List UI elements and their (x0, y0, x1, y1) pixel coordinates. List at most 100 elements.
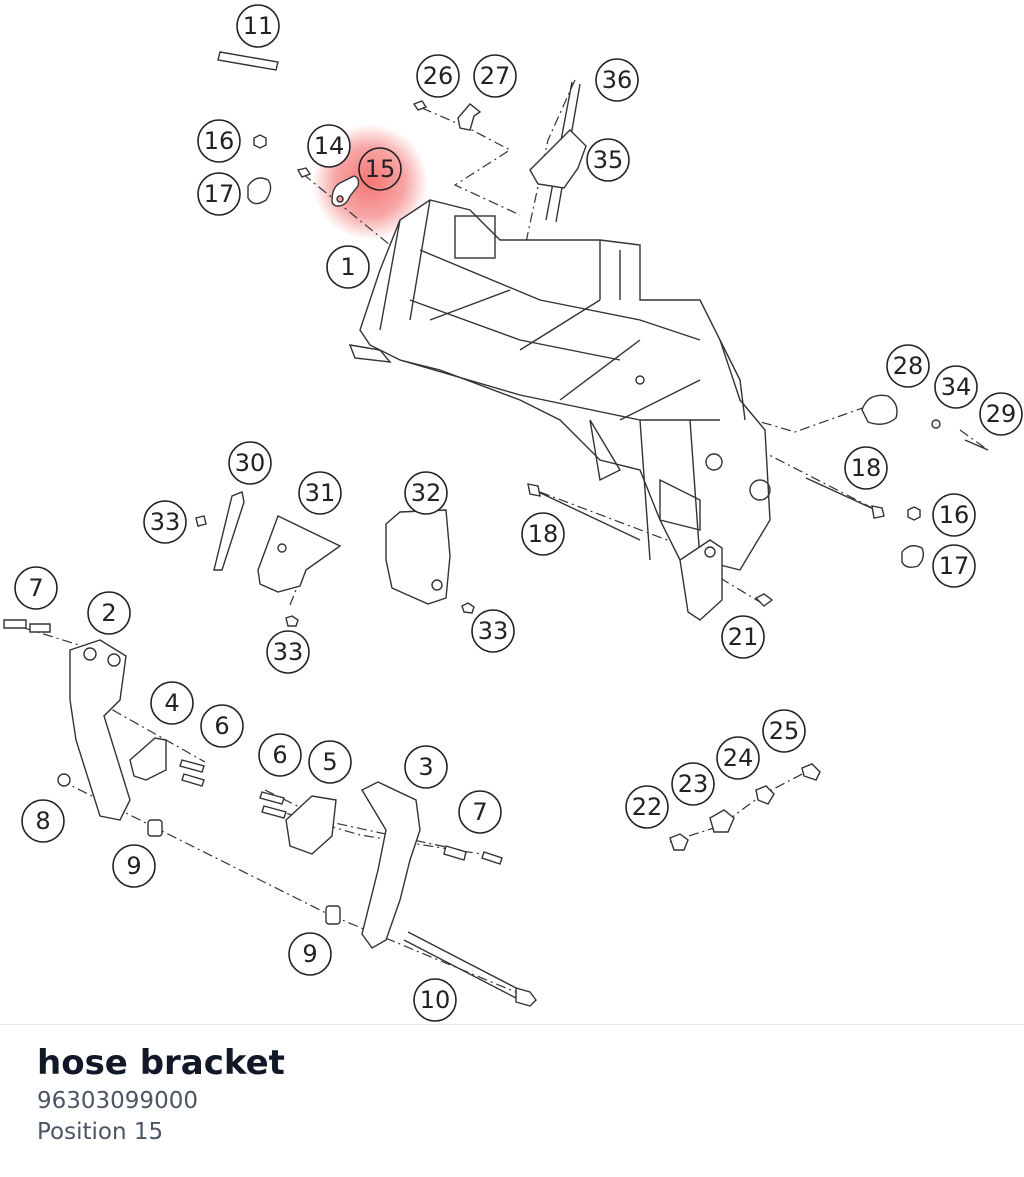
callout-16[interactable]: 16 (197, 119, 241, 163)
callout-circle (112, 844, 156, 888)
callout-circle (595, 58, 639, 102)
callout-label: 1 (340, 253, 355, 281)
callout-circle (197, 172, 241, 216)
callout-circle (14, 566, 58, 610)
callout-label: 29 (986, 400, 1017, 428)
callout-circle (932, 493, 976, 537)
callout-17[interactable]: 17 (932, 544, 976, 588)
callout-circle (413, 978, 457, 1022)
callout-label: 33 (150, 508, 181, 536)
callout-label: 24 (723, 744, 754, 772)
callout-16[interactable]: 16 (932, 493, 976, 537)
callout-23[interactable]: 23 (671, 762, 715, 806)
callout-3[interactable]: 3 (404, 745, 448, 789)
callout-9[interactable]: 9 (288, 932, 332, 976)
callout-24[interactable]: 24 (716, 736, 760, 780)
callout-label: 31 (305, 479, 336, 507)
callout-circle (762, 709, 806, 753)
callout-circle (721, 615, 765, 659)
callout-label: 9 (126, 852, 141, 880)
small-hardware (195, 51, 989, 851)
callout-11[interactable]: 11 (236, 4, 280, 48)
callout-label: 25 (769, 717, 800, 745)
callout-circle (143, 500, 187, 544)
callout-label: 6 (272, 741, 287, 769)
callout-label: 3 (418, 753, 433, 781)
callout-label: 22 (632, 793, 663, 821)
callout-circle (326, 245, 370, 289)
exploded-parts-diagram: 1126273616141535171283429301831323316181… (3, 4, 1023, 1022)
part-info-panel: hose bracket 96303099000 Position 15 (37, 1040, 285, 1148)
part-position: Position 15 (37, 1119, 164, 1145)
callout-label: 7 (472, 798, 487, 826)
callout-1[interactable]: 1 (326, 245, 370, 289)
callout-5[interactable]: 5 (308, 740, 352, 784)
callout-35[interactable]: 35 (586, 138, 630, 182)
callout-18[interactable]: 18 (844, 446, 888, 490)
callout-2[interactable]: 2 (87, 591, 131, 635)
callout-36[interactable]: 36 (595, 58, 639, 102)
callout-28[interactable]: 28 (886, 344, 930, 388)
callout-circle (671, 762, 715, 806)
callout-7[interactable]: 7 (14, 566, 58, 610)
callout-circle (458, 790, 502, 834)
callout-circle (979, 392, 1023, 436)
callout-circle (932, 544, 976, 588)
callout-circle (307, 124, 351, 168)
callout-33[interactable]: 33 (266, 630, 310, 674)
callout-31[interactable]: 31 (298, 471, 342, 515)
callout-8[interactable]: 8 (21, 799, 65, 843)
callout-7[interactable]: 7 (458, 790, 502, 834)
callout-33[interactable]: 33 (143, 500, 187, 544)
callout-18[interactable]: 18 (521, 512, 565, 556)
callout-label: 21 (728, 623, 759, 651)
callout-label: 6 (214, 712, 229, 740)
callout-label: 18 (528, 520, 559, 548)
callout-label: 34 (941, 373, 972, 401)
callout-circle (404, 471, 448, 515)
callout-circle (586, 138, 630, 182)
callout-circle (358, 147, 402, 191)
callout-circle (258, 733, 302, 777)
callout-15[interactable]: 15 (358, 147, 402, 191)
callout-label: 17 (939, 552, 970, 580)
part-name: hose bracket (37, 1043, 285, 1083)
engine-mounts (3, 619, 537, 1007)
callout-32[interactable]: 32 (404, 471, 448, 515)
callout-circle (625, 785, 669, 829)
callout-22[interactable]: 22 (625, 785, 669, 829)
callout-circle (416, 54, 460, 98)
callout-label: 11 (243, 12, 274, 40)
callout-10[interactable]: 10 (413, 978, 457, 1022)
callout-circle (886, 344, 930, 388)
callout-label: 28 (893, 352, 924, 380)
callout-34[interactable]: 34 (934, 365, 978, 409)
callout-circle (308, 740, 352, 784)
callout-label: 33 (273, 638, 304, 666)
callout-33[interactable]: 33 (471, 609, 515, 653)
hose-bracket-part-15[interactable] (331, 175, 360, 207)
callout-circle (521, 512, 565, 556)
callout-label: 30 (235, 449, 266, 477)
callout-circle (716, 736, 760, 780)
callout-label: 8 (35, 807, 50, 835)
callout-14[interactable]: 14 (307, 124, 351, 168)
callout-4[interactable]: 4 (150, 681, 194, 725)
callout-21[interactable]: 21 (721, 615, 765, 659)
callout-9[interactable]: 9 (112, 844, 156, 888)
callout-label: 2 (101, 599, 116, 627)
callout-30[interactable]: 30 (228, 441, 272, 485)
callout-26[interactable]: 26 (416, 54, 460, 98)
callout-6[interactable]: 6 (258, 733, 302, 777)
callout-label: 23 (678, 770, 709, 798)
callout-circle (288, 932, 332, 976)
callout-label: 4 (164, 689, 179, 717)
callout-circle (228, 441, 272, 485)
callout-label: 15 (365, 155, 396, 183)
callout-label: 27 (480, 62, 511, 90)
callout-29[interactable]: 29 (979, 392, 1023, 436)
callout-6[interactable]: 6 (200, 704, 244, 748)
callout-25[interactable]: 25 (762, 709, 806, 753)
callout-27[interactable]: 27 (473, 54, 517, 98)
callout-17[interactable]: 17 (197, 172, 241, 216)
